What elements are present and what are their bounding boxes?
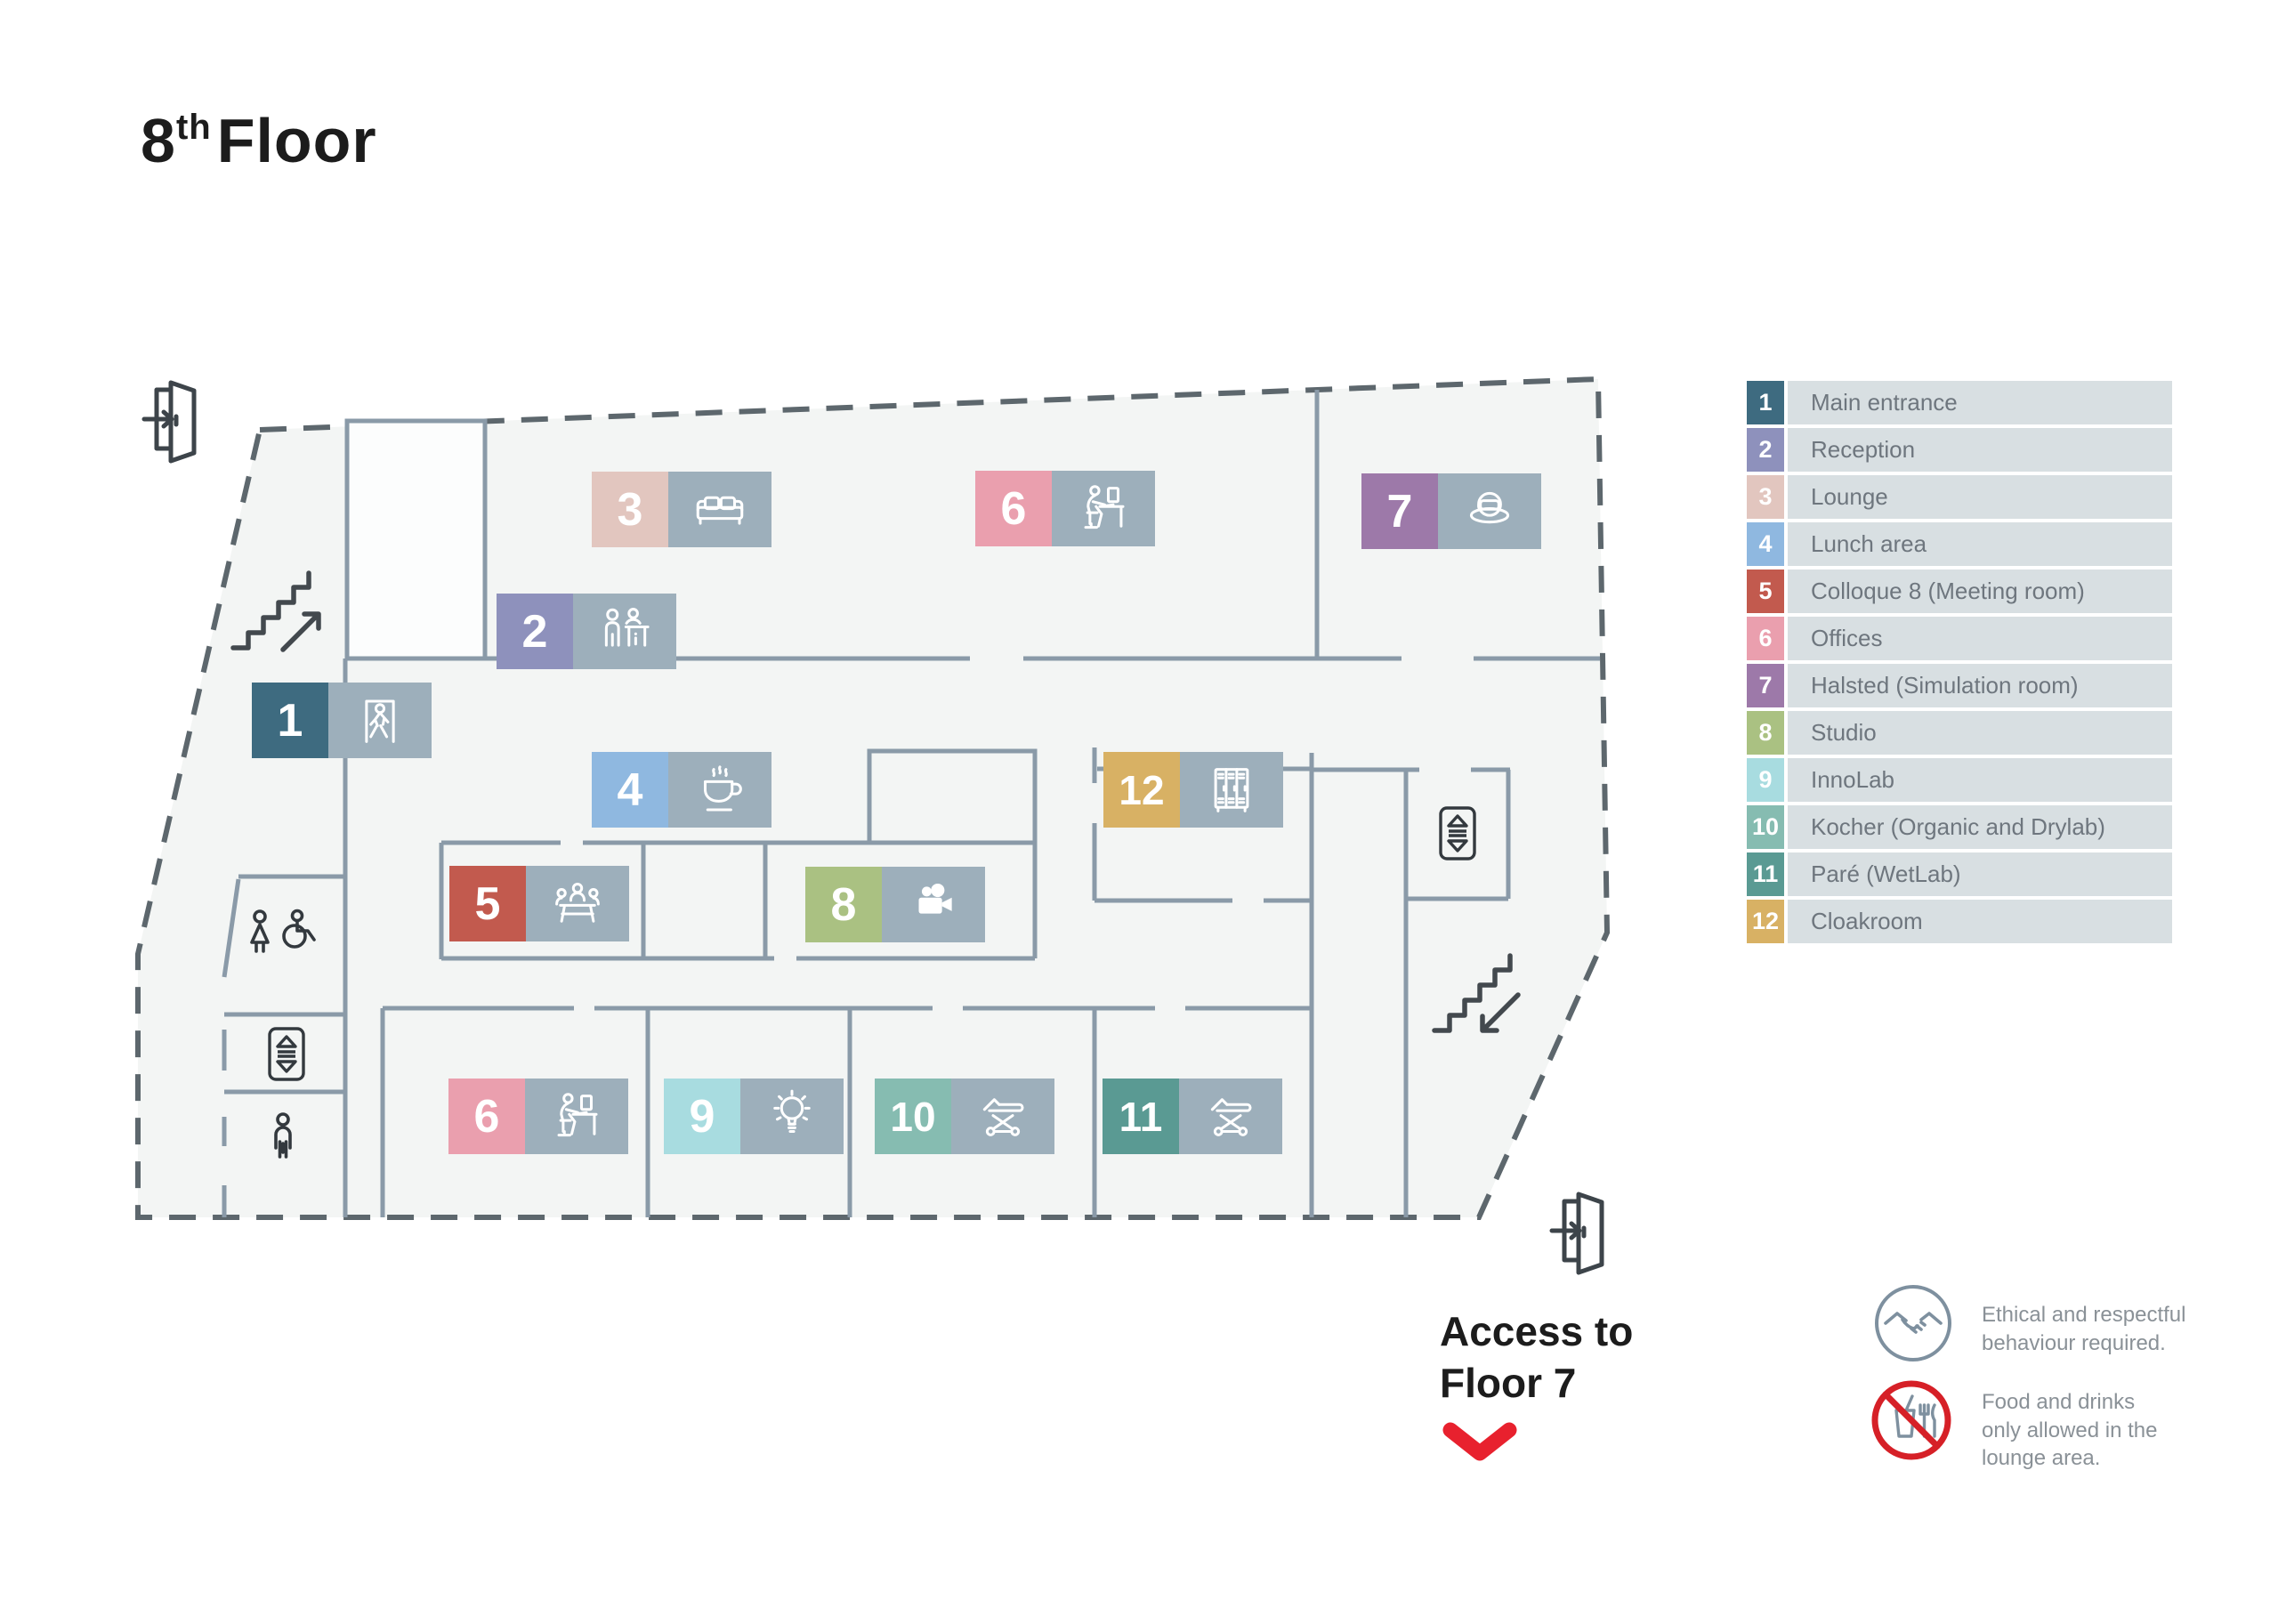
down-chevron-icon xyxy=(1442,1422,1517,1461)
mens-toilet-icon xyxy=(274,1112,292,1159)
room-number: 6 xyxy=(448,1079,525,1154)
legend-number: 9 xyxy=(1747,758,1784,802)
title-number: 8 xyxy=(141,106,176,175)
legend-number: 10 xyxy=(1747,805,1784,849)
room-marker-7: 7 xyxy=(1361,473,1541,549)
legend-number: 2 xyxy=(1747,428,1784,472)
room-number: 6 xyxy=(975,471,1052,546)
room-number: 12 xyxy=(1103,752,1180,828)
meeting-table-icon xyxy=(526,866,629,941)
sofa-icon xyxy=(668,472,771,547)
room-marker-1: 1 xyxy=(252,683,432,758)
room-number: 2 xyxy=(497,594,573,669)
stairs-down-icon xyxy=(1432,953,1521,1033)
room-number: 10 xyxy=(875,1079,951,1154)
room-marker-4: 4 xyxy=(592,752,771,828)
access-label: Access to Floor 7 xyxy=(1440,1306,1633,1410)
legend-label: Offices xyxy=(1788,617,2172,660)
title-rest: Floor xyxy=(216,106,377,175)
walk-through-door-icon xyxy=(328,683,432,758)
legend-label: InnoLab xyxy=(1788,758,2172,802)
legend-number: 6 xyxy=(1747,617,1784,660)
room-marker-3: 3 xyxy=(592,472,771,547)
interior-walls xyxy=(222,390,1600,1217)
no-food-drinks-icon xyxy=(1871,1380,1951,1460)
room-number: 7 xyxy=(1361,473,1438,549)
stretcher-icon xyxy=(951,1079,1054,1154)
room-marker-10: 10 xyxy=(875,1079,1054,1154)
legend-label: Cloakroom xyxy=(1788,900,2172,943)
legend-label: Lounge xyxy=(1788,475,2172,519)
room-marker-11: 11 xyxy=(1103,1079,1282,1154)
desk-workstation-icon xyxy=(525,1079,628,1154)
lightbulb-icon xyxy=(740,1079,844,1154)
room-number: 3 xyxy=(592,472,668,547)
accessible-womens-toilet-icon xyxy=(250,909,316,953)
video-camera-icon xyxy=(882,867,985,942)
room-number: 4 xyxy=(592,752,668,828)
page-title: 8thFloor xyxy=(141,105,377,176)
elevator-icon xyxy=(268,1027,305,1081)
reception-desk-icon xyxy=(573,594,676,669)
room-number: 5 xyxy=(449,866,526,941)
entrance-door-icon xyxy=(141,380,197,464)
legend-label: Main entrance xyxy=(1788,381,2172,424)
notice-ethics-text: Ethical and respectful behaviour require… xyxy=(1982,1303,2186,1355)
legend-number: 3 xyxy=(1747,475,1784,519)
legend-label: Reception xyxy=(1788,428,2172,472)
room-number: 9 xyxy=(664,1079,740,1154)
title-suffix: th xyxy=(175,108,212,147)
stretcher-icon xyxy=(1179,1079,1282,1154)
notice-food-text: Food and drinks only allowed in the loun… xyxy=(1982,1390,2158,1471)
legend-label: Lunch area xyxy=(1788,522,2172,566)
room-marker-12: 12 xyxy=(1103,752,1283,828)
legend-label: Studio xyxy=(1788,711,2172,755)
room-marker-2: 2 xyxy=(497,594,676,669)
legend-number: 4 xyxy=(1747,522,1784,566)
legend-label: Halsted (Simulation room) xyxy=(1788,664,2172,707)
legend-number: 12 xyxy=(1747,900,1784,943)
room-marker-5: 5 xyxy=(449,866,629,941)
legend-number: 7 xyxy=(1747,664,1784,707)
elevator-icon xyxy=(1439,806,1476,860)
legend-label: Kocher (Organic and Drylab) xyxy=(1788,805,2172,849)
room-number: 8 xyxy=(805,867,882,942)
vr-headset-icon xyxy=(1438,473,1541,549)
room-marker-6: 6 xyxy=(975,471,1155,546)
legend-number: 1 xyxy=(1747,381,1784,424)
room-marker-6: 6 xyxy=(448,1079,628,1154)
legend-number: 11 xyxy=(1747,852,1784,896)
stairs-up-icon xyxy=(230,570,321,652)
legend-number: 8 xyxy=(1747,711,1784,755)
lockers-icon xyxy=(1180,752,1283,828)
room-marker-9: 9 xyxy=(664,1079,844,1154)
access-line1: Access to xyxy=(1440,1308,1634,1354)
room-number: 11 xyxy=(1103,1079,1179,1154)
access-line2: Floor 7 xyxy=(1440,1359,1577,1406)
room-number: 1 xyxy=(252,683,328,758)
legend-number: 5 xyxy=(1747,570,1784,613)
legend-label: Paré (WetLab) xyxy=(1788,852,2172,896)
exit-door-icon xyxy=(1549,1192,1604,1275)
handshake-icon xyxy=(1875,1285,1951,1361)
room-marker-8: 8 xyxy=(805,867,985,942)
coffee-cup-icon xyxy=(668,752,771,828)
desk-workstation-icon xyxy=(1052,471,1155,546)
legend-label: Colloque 8 (Meeting room) xyxy=(1788,570,2172,613)
